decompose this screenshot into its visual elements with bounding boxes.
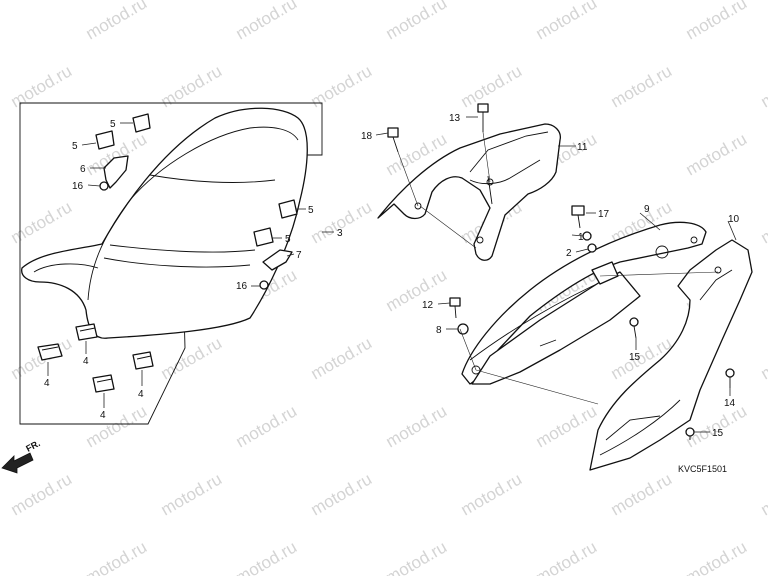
seat-cushion-rubber[interactable]	[95, 130, 115, 150]
watermark-text: motod.ru	[458, 61, 526, 111]
seat-rubber-damper[interactable]	[75, 323, 98, 341]
callout-8: 8	[436, 325, 442, 336]
watermark-text: motod.ru	[533, 537, 601, 576]
watermark-text: motod.ru	[383, 0, 451, 43]
watermark-text: motod.ru	[308, 197, 376, 247]
cowl-leader-lines	[375, 116, 737, 433]
watermark-text: motod.ru	[683, 0, 751, 43]
watermark-text: motod.ru	[308, 469, 376, 519]
callout-15a: 15	[629, 352, 641, 363]
seat-rubber-damper[interactable]	[92, 374, 115, 393]
watermark-text: motod.ru	[758, 469, 768, 519]
callout-5c: 5	[308, 205, 314, 216]
callout-13: 13	[449, 113, 461, 124]
seat-cushion-rubber[interactable]	[132, 113, 151, 133]
watermark-text: motod.ru	[608, 469, 676, 519]
watermark-text: motod.ru	[308, 333, 376, 383]
seat-leader-lines	[47, 122, 334, 408]
cowl-bolt[interactable]	[571, 205, 585, 229]
callout-4a: 4	[44, 378, 50, 389]
callout-14: 14	[724, 398, 736, 409]
callout-16b: 16	[236, 281, 248, 292]
watermark-text: motod.ru	[758, 61, 768, 111]
watermark-text: motod.ru	[158, 61, 226, 111]
grab-rail-bolt[interactable]	[477, 103, 489, 132]
grab-rail[interactable]	[377, 123, 561, 261]
watermark-text: motod.ru	[233, 0, 301, 43]
watermark-text: motod.ru	[458, 469, 526, 519]
cowl-screw[interactable]	[629, 317, 639, 339]
watermark-text: motod.ru	[8, 197, 76, 247]
seat[interactable]	[21, 107, 308, 339]
watermark-text: motod.ru	[533, 401, 601, 451]
watermark-text: motod.ru	[233, 401, 301, 451]
callout-4c: 4	[138, 389, 144, 400]
cowl-collar[interactable]	[587, 243, 597, 253]
watermark-text: motod.ru	[383, 265, 451, 315]
seat-lock-bracket[interactable]	[262, 249, 293, 271]
watermark-text: motod.ru	[8, 469, 76, 519]
seat-cushion-rubber[interactable]	[278, 199, 298, 219]
callout-17: 17	[598, 209, 610, 220]
callout-2: 2	[566, 248, 572, 259]
watermark-text: motod.ru	[308, 61, 376, 111]
seat-hook-bracket[interactable]	[103, 155, 129, 189]
watermark-text: motod.ru	[83, 0, 151, 43]
callout-9: 9	[644, 204, 650, 215]
watermark-text: motod.ru	[533, 0, 601, 43]
seat-rubber-damper[interactable]	[37, 343, 63, 361]
grab-rail-bolt[interactable]	[387, 127, 399, 153]
callout-10: 10	[728, 214, 740, 225]
callout-1: 1	[578, 232, 584, 243]
callout-5b: 5	[72, 141, 78, 152]
callout-5a: 5	[110, 119, 116, 130]
diagram-code: KVC5F1501	[678, 464, 727, 474]
callout-11: 11	[577, 142, 588, 153]
watermark-text: motod.ru	[158, 469, 226, 519]
watermark-text: motod.ru	[233, 537, 301, 576]
watermark-text: motod.ru	[83, 537, 151, 576]
cowl-collar[interactable]	[457, 323, 469, 335]
rear-side-cowl[interactable]	[589, 239, 753, 471]
watermark-text: motod.ru	[683, 537, 751, 576]
watermark-text: motod.ru	[8, 61, 76, 111]
front-direction-arrow: FR.	[1, 438, 42, 474]
callout-3: 3	[337, 228, 343, 239]
watermark-text: motod.ru	[608, 61, 676, 111]
callout-6: 6	[80, 164, 86, 175]
front-label: FR.	[24, 438, 41, 454]
callout-16a: 16	[72, 181, 84, 192]
cowl-screw[interactable]	[725, 368, 735, 388]
cowl-bolt[interactable]	[449, 297, 461, 319]
callout-5d: 5	[285, 234, 291, 245]
callout-4b: 4	[83, 356, 89, 367]
watermark-text: motod.ru	[683, 129, 751, 179]
callout-18: 18	[361, 131, 373, 142]
seat-nut[interactable]	[259, 280, 269, 290]
watermark-text: motod.ru	[158, 333, 226, 383]
callout-15b: 15	[712, 428, 724, 439]
callout-4d: 4	[100, 410, 106, 421]
callout-labels: 1 2 3 4 4 4 4 5 5 5 5 6 7 8 9 10 11 12 1…	[44, 113, 740, 439]
seat-rubber-damper[interactable]	[132, 351, 154, 370]
watermark-text: motod.ru	[383, 401, 451, 451]
callout-12: 12	[422, 300, 434, 311]
rear-cowl-inner[interactable]	[471, 271, 641, 385]
seat-nut[interactable]	[99, 181, 109, 191]
rear-cowl-bracket[interactable]	[591, 261, 619, 285]
watermark-text: motod.ru	[83, 401, 151, 451]
callout-7: 7	[296, 250, 302, 261]
watermark-text: motod.ru	[383, 537, 451, 576]
seat-cushion-rubber[interactable]	[253, 227, 274, 247]
watermark-text: motod.ru	[758, 197, 768, 247]
cowl-washer[interactable]	[582, 231, 592, 241]
watermark-text: motod.ru	[758, 333, 768, 383]
assembly-lines	[397, 131, 719, 405]
